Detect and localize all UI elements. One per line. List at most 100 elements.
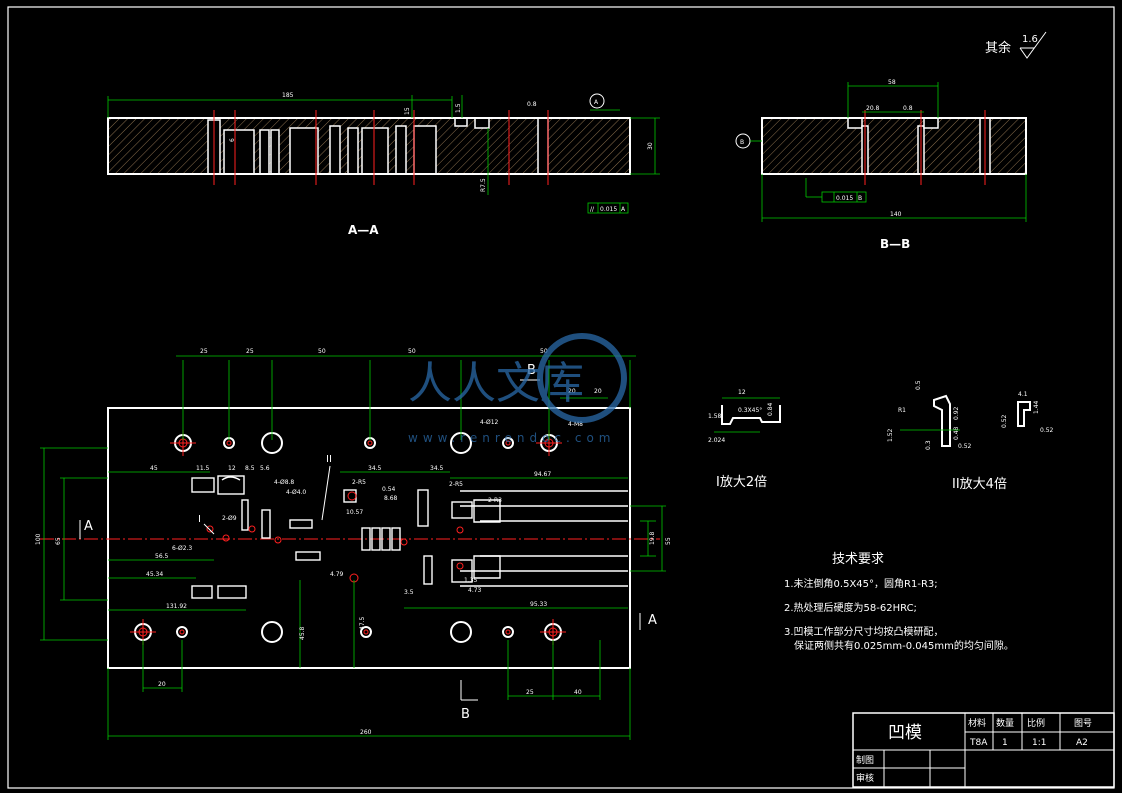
svg-text:A: A [594, 99, 599, 106]
tech-requirements: 技术要求 1.未注倒角0.5X45°，圆角R1-R3; 2.热处理后硬度为58-… [784, 552, 1014, 652]
svg-text:1.52: 1.52 [887, 428, 894, 442]
svg-text:R7.5: R7.5 [480, 178, 487, 192]
svg-text:0.54: 0.54 [382, 486, 396, 493]
svg-text:0.92: 0.92 [953, 406, 960, 420]
svg-text:2.024: 2.024 [708, 437, 725, 444]
svg-text:131.92: 131.92 [166, 603, 187, 610]
svg-text:0.8: 0.8 [527, 101, 537, 108]
svg-text:2-R5: 2-R5 [449, 481, 463, 488]
svg-text:1: 1 [1002, 738, 1008, 748]
section-marks: A A B B [79, 363, 657, 722]
tolerance-frame-aa: // 0.015 A [587, 202, 629, 214]
svg-text:0.3X45°: 0.3X45° [738, 407, 762, 414]
part-name: 凹模 [888, 723, 922, 743]
svg-text:审核: 审核 [856, 772, 874, 784]
die-openings [191, 475, 628, 599]
surface-finish-label: 其余 [985, 40, 1011, 56]
surface-finish-note: 其余 1.6 [985, 31, 1047, 59]
svg-text:11.5: 11.5 [196, 465, 210, 472]
detail-1-view: 12 0.3X45° 0.84 1.58 2.024 I放大2倍 [708, 389, 781, 490]
svg-text:保证两侧共有0.025mm-0.045mm的均匀间隙。: 保证两侧共有0.025mm-0.045mm的均匀间隙。 [794, 639, 1014, 652]
svg-text:B: B [527, 363, 536, 378]
svg-text:0.52: 0.52 [1040, 427, 1054, 434]
svg-text:140: 140 [890, 211, 902, 218]
svg-text:25: 25 [200, 348, 208, 355]
drawing-frame [7, 6, 1115, 789]
svg-text:1.5: 1.5 [455, 103, 462, 113]
section-bb-label: B—B [880, 237, 910, 251]
svg-text:8.68: 8.68 [384, 495, 398, 502]
svg-text:56.5: 56.5 [155, 553, 169, 560]
section-aa-view: 185 15 1.5 6 0.8 30 R7.5 A // 0.015 A A—… [107, 92, 660, 237]
tech-requirements-title: 技术要求 [832, 552, 884, 567]
svg-text:20: 20 [158, 681, 166, 688]
svg-text:58: 58 [888, 79, 896, 86]
svg-text:制图: 制图 [856, 754, 874, 766]
roughness-symbol-icon [1019, 31, 1047, 59]
svg-text:6: 6 [229, 138, 236, 142]
svg-text:3.5: 3.5 [404, 589, 414, 596]
svg-text:1.35: 1.35 [464, 577, 478, 584]
svg-text:www.renrendoc.com: www.renrendoc.com [408, 431, 615, 445]
svg-text:0.3: 0.3 [925, 440, 932, 450]
svg-text:30: 30 [647, 142, 654, 150]
svg-text:19.8: 19.8 [649, 531, 656, 545]
svg-text:45: 45 [150, 465, 158, 472]
svg-text:47.5: 47.5 [359, 616, 366, 630]
svg-text:50: 50 [540, 348, 548, 355]
svg-text:0.48: 0.48 [953, 426, 960, 440]
svg-text:40: 40 [574, 689, 582, 696]
svg-text:0.015: 0.015 [600, 206, 617, 213]
tolerance-frame-bb: 0.015 B [805, 178, 867, 203]
svg-text:8.5: 8.5 [245, 465, 255, 472]
section-aa-label: A—A [348, 223, 379, 237]
svg-text:B: B [461, 707, 470, 722]
svg-text:185: 185 [282, 92, 294, 99]
datum-a-marker [589, 93, 605, 109]
svg-text:3.凹模工作部分尺寸均按凸模研配，: 3.凹模工作部分尺寸均按凸模研配， [784, 625, 944, 638]
detail-2-view: R1 0.5 0.92 0.48 0.52 1.52 0.3 4.1 1.44 … [887, 380, 1054, 492]
svg-text:95.33: 95.33 [530, 601, 547, 608]
svg-text:45.8: 45.8 [299, 626, 306, 640]
svg-text:20.8: 20.8 [866, 105, 880, 112]
svg-text:4.1: 4.1 [1018, 391, 1028, 398]
svg-text:94.67: 94.67 [534, 471, 551, 478]
svg-text:2-Ø9: 2-Ø9 [222, 515, 237, 522]
plan-view: 25 25 50 50 50 20 20 20 25 40 260 100 65… [35, 348, 672, 740]
svg-text:图号: 图号 [1074, 718, 1092, 729]
svg-text:100: 100 [35, 533, 42, 545]
svg-text:65: 65 [55, 537, 62, 545]
svg-text:0.015: 0.015 [836, 195, 853, 202]
svg-text:1:1: 1:1 [1032, 738, 1046, 748]
svg-text:4-Ø8.8: 4-Ø8.8 [274, 479, 294, 486]
svg-text:12: 12 [228, 465, 236, 472]
svg-text:55: 55 [665, 537, 672, 545]
svg-text:B: B [858, 195, 862, 202]
svg-text:0.8: 0.8 [903, 105, 913, 112]
section-bb-view: 58 20.8 0.8 140 B 0.015 B B—B [735, 79, 1027, 251]
svg-text:B: B [740, 139, 744, 146]
svg-text:5.6: 5.6 [260, 465, 270, 472]
svg-text:A: A [621, 206, 626, 213]
svg-text:25: 25 [526, 689, 534, 696]
svg-text:6-Ø2.3: 6-Ø2.3 [172, 545, 192, 552]
svg-text:I: I [198, 514, 201, 525]
svg-text:A2: A2 [1076, 738, 1088, 748]
svg-text:45.34: 45.34 [146, 571, 163, 578]
svg-text:50: 50 [408, 348, 416, 355]
svg-text:20: 20 [568, 388, 576, 395]
svg-text:II: II [326, 454, 332, 465]
svg-text:34.5: 34.5 [368, 465, 382, 472]
svg-text:50: 50 [318, 348, 326, 355]
svg-text:20: 20 [594, 388, 602, 395]
svg-text:比例: 比例 [1027, 717, 1045, 729]
svg-text:15: 15 [404, 107, 411, 115]
svg-text:0.84: 0.84 [767, 402, 774, 416]
svg-text:25: 25 [246, 348, 254, 355]
svg-text:4.79: 4.79 [330, 571, 344, 578]
svg-text:1.未注倒角0.5X45°，圆角R1-R3;: 1.未注倒角0.5X45°，圆角R1-R3; [784, 577, 938, 590]
svg-text://: // [590, 206, 595, 213]
svg-text:A: A [84, 519, 93, 534]
svg-text:1.44: 1.44 [1033, 400, 1040, 414]
